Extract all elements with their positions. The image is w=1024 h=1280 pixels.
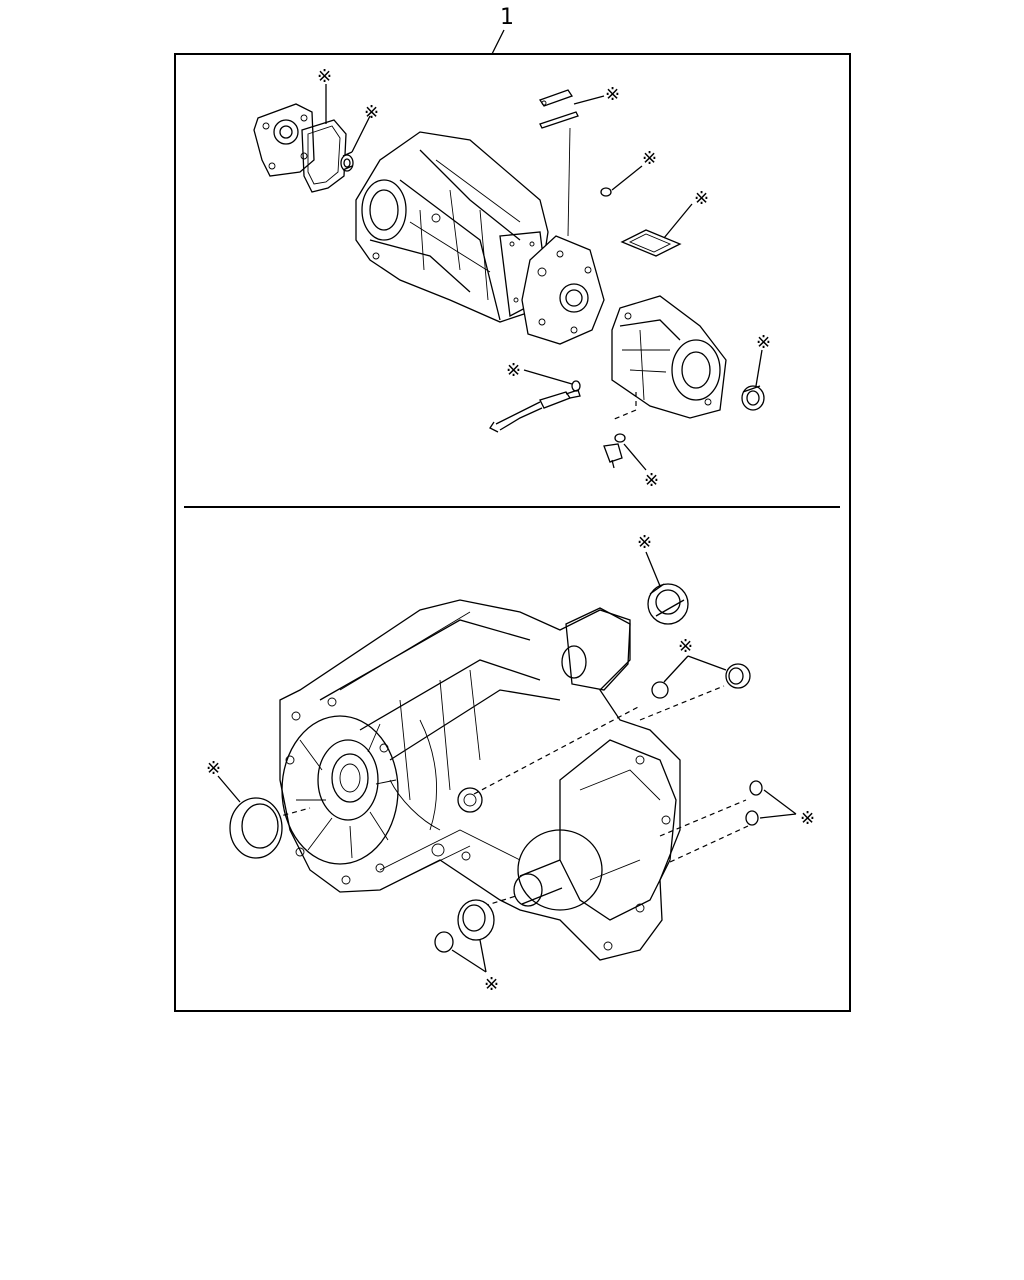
lower-assembly: ※ ※ ※ ※ ※ [206, 532, 815, 995]
mark-output-seals: ※ [678, 636, 693, 657]
mark-retainer-gasket: ※ [317, 66, 332, 87]
mark-cover-gasket: ※ [694, 188, 709, 209]
mark-front-output-seals: ※ [484, 974, 499, 995]
transfer-case [279, 599, 681, 961]
extension-housing [611, 295, 727, 421]
mark-drain-plug: ※ [644, 470, 659, 491]
shift-rod [539, 111, 579, 129]
speed-sensor [489, 389, 581, 433]
sensor-o-ring [571, 380, 581, 392]
callout-marks-lower: ※ ※ ※ ※ ※ [206, 532, 815, 995]
drain-plug [603, 433, 626, 469]
mark-rear-oil-seal: ※ [756, 332, 771, 353]
rear-output-oil-seal [647, 583, 689, 625]
front-output-oil-seal [457, 899, 495, 941]
mark-shift-rod: ※ [605, 84, 620, 105]
mark-front-case-oil-seal: ※ [206, 758, 221, 779]
mark-o-ring: ※ [642, 148, 657, 169]
shift-rod-leader [567, 127, 571, 237]
adapter-housing [521, 235, 605, 345]
mark-front-oil-seal: ※ [364, 102, 379, 123]
upper-leaders [325, 84, 763, 471]
part-number-leader [491, 29, 505, 55]
rear-oil-seal-upper [741, 385, 765, 411]
diagram-frame [174, 53, 851, 1012]
output-shaft-seal [725, 663, 751, 689]
o-ring-upper [600, 187, 612, 197]
retainer-gasket [301, 119, 347, 193]
mark-side-o-rings: ※ [800, 808, 815, 829]
mark-sensor-o-ring: ※ [506, 360, 521, 381]
front-case-oil-seal [229, 797, 283, 859]
front-oil-seal [340, 151, 354, 172]
side-o-ring-lower [745, 810, 759, 826]
mark-rear-output-oil-seal: ※ [637, 532, 652, 553]
lower-leaders [217, 551, 797, 973]
front-output-o-ring [434, 931, 454, 953]
cover-gasket [620, 229, 682, 257]
output-o-ring [651, 681, 669, 699]
shift-lever-pin [538, 89, 574, 107]
callout-marks-upper: ※ ※ ※ ※ ※ ※ ※ ※ [317, 66, 771, 491]
part-number-label: 1 [500, 5, 514, 30]
front-bearing-retainer [253, 103, 315, 177]
upper-assembly: ※ ※ ※ ※ ※ ※ ※ ※ [253, 66, 771, 491]
assembly-leaders [265, 685, 749, 907]
transmission-case [355, 131, 549, 323]
side-o-ring-upper [749, 780, 763, 796]
